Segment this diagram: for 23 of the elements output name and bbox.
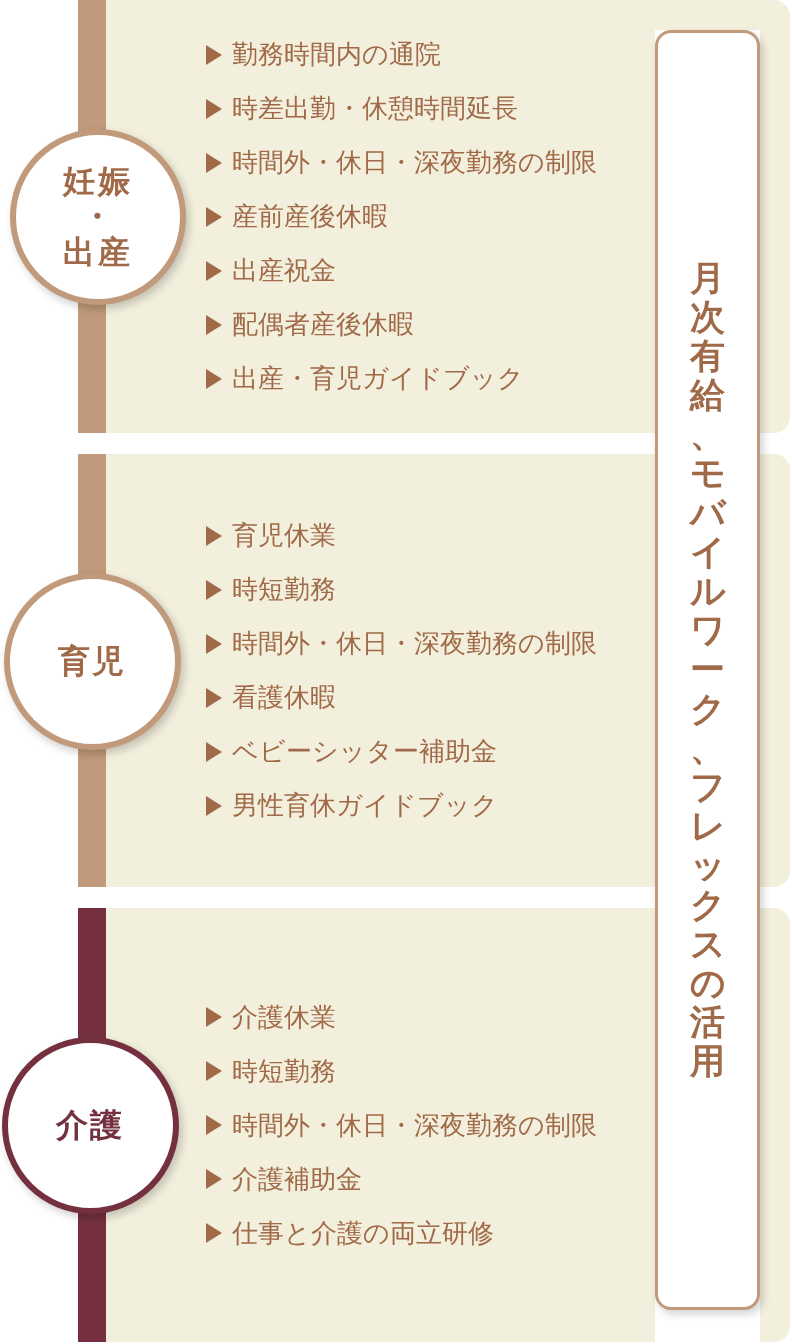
- benefit-item: 時間外・休日・深夜勤務の制限: [232, 1108, 597, 1142]
- category-label: 妊娠・出産: [63, 164, 133, 270]
- benefit-item: 産前産後休暇: [232, 200, 388, 233]
- benefit-item: 出産祝金: [232, 254, 336, 287]
- benefit-item: 男性育休ガイドブック: [232, 789, 498, 822]
- benefit-item: 勤務時間内の通院: [232, 38, 441, 71]
- benefit-item: 時差出勤・休憩時間延長: [232, 92, 518, 125]
- benefit-item: 時短勤務: [232, 1054, 336, 1088]
- benefit-item: 時間外・休日・深夜勤務の制限: [232, 627, 597, 660]
- benefit-item: 介護休業: [232, 1000, 336, 1034]
- benefit-item: 時間外・休日・深夜勤務の制限: [232, 146, 597, 179]
- benefit-item: 仕事と介護の両立研修: [232, 1216, 494, 1250]
- benefit-item: 時短勤務: [232, 573, 336, 606]
- vertical-label: 月次有給、モバイルワーク、フレックスの活用: [690, 258, 725, 1082]
- benefit-item: 育児休業: [232, 519, 336, 552]
- benefit-item: 出産・育児ガイドブック: [232, 362, 524, 395]
- benefit-item: ベビーシッター補助金: [232, 735, 497, 768]
- category-label: 育児: [57, 643, 128, 680]
- benefit-item: 看護休暇: [232, 681, 336, 714]
- category-label: 介護: [55, 1107, 126, 1144]
- vertical-banner: [655, 30, 760, 1310]
- benefit-item: 配偶者産後休暇: [232, 308, 414, 341]
- benefit-item: 介護補助金: [232, 1162, 362, 1196]
